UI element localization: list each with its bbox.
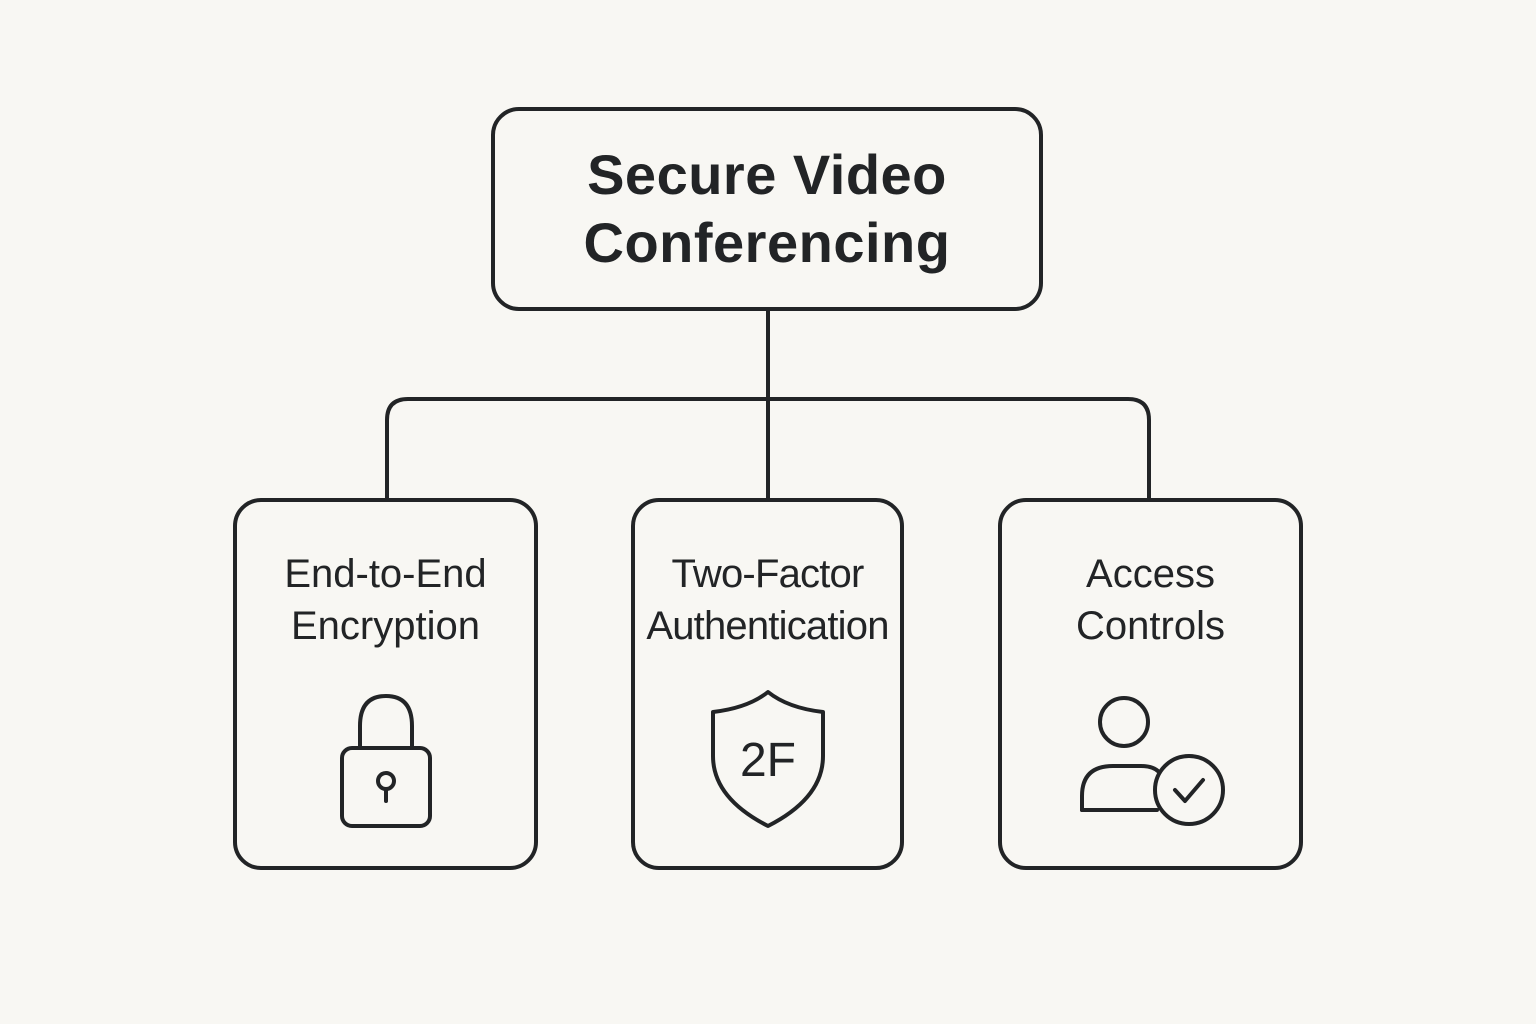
node-label-line-2: Encryption xyxy=(291,604,480,648)
root-node: Secure Video Conferencing xyxy=(491,107,1043,311)
node-label-line-1: End-to-End xyxy=(284,552,487,596)
node-label: Two-Factor Authentication xyxy=(635,548,900,652)
node-label: End-to-End Encryption xyxy=(237,548,534,652)
node-access-controls: Access Controls xyxy=(998,498,1303,870)
root-title-line-2: Conferencing xyxy=(583,211,951,274)
user-check-icon xyxy=(1002,686,1299,836)
node-label: Access Controls xyxy=(1002,548,1299,652)
node-two-factor-authentication: Two-Factor Authentication 2F xyxy=(631,498,904,870)
node-label-line-2: Controls xyxy=(1076,604,1225,648)
node-label-line-1: Access xyxy=(1086,552,1215,596)
node-end-to-end-encryption: End-to-End Encryption xyxy=(233,498,538,870)
root-title-line-1: Secure Video xyxy=(587,143,947,206)
node-label-line-1: Two-Factor xyxy=(671,552,864,596)
shield-2f-icon: 2F xyxy=(635,686,900,836)
lock-icon xyxy=(237,686,534,836)
root-title: Secure Video Conferencing xyxy=(584,141,951,277)
shield-2f-text: 2F xyxy=(739,734,795,787)
node-label-line-2: Authentication xyxy=(646,604,889,648)
connector-branch-bar xyxy=(385,397,1151,500)
